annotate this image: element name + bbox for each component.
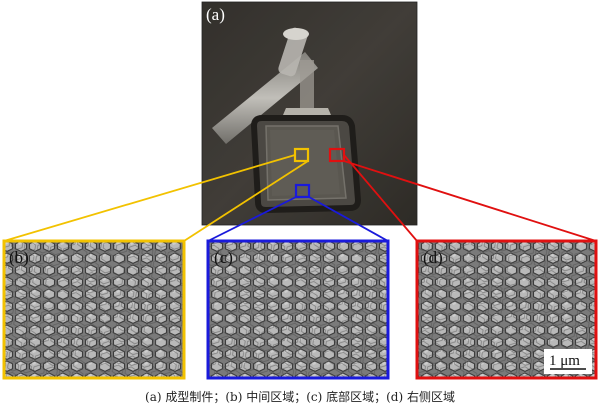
zoom-line-blue-left (207, 196, 297, 242)
marker-box-blue (294, 183, 311, 199)
photo-panel-a (202, 2, 417, 225)
zoom-line-yellow-right (183, 160, 309, 242)
zoom-line-red-left (343, 154, 418, 242)
rod-shape (212, 27, 318, 144)
zoom-line-blue-right (308, 196, 389, 242)
panel-label-a: (a) (206, 5, 225, 24)
panel-label-b: (b) (9, 248, 29, 267)
square-part (250, 115, 362, 214)
zoom-lines (3, 154, 597, 242)
figure-caption: (a) 成型制件；(b) 中间区域；(c) 底部区域；(d) 右侧区域 (145, 390, 455, 404)
panel-label-d: (d) (423, 248, 443, 267)
panel-label-c: (c) (214, 248, 233, 267)
scale-bar-label: 1 μm (549, 353, 580, 369)
zoom-line-red-right (343, 160, 597, 242)
sem-panel-b: (b) (2, 239, 186, 380)
scale-bar-bg (544, 349, 592, 374)
sem-panel-c: (c) (206, 239, 390, 380)
sem-panel-d: (d) 1 μm (415, 239, 598, 380)
zoom-line-yellow-left (3, 154, 296, 242)
